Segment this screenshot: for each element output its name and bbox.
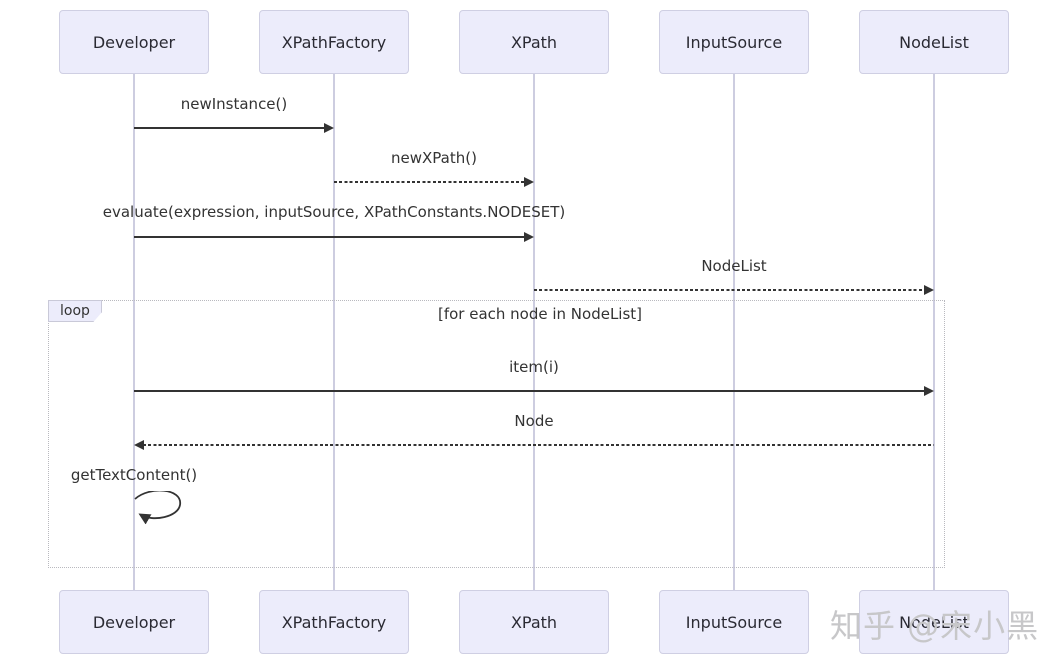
- lifeline-inputsource: [733, 74, 735, 590]
- loop-label: loop: [48, 300, 102, 322]
- arrow-item: [134, 386, 934, 396]
- lifeline-nodelist: [933, 74, 935, 590]
- arrow-line: [143, 444, 934, 446]
- arrowhead-right-icon: [324, 123, 334, 133]
- arrow-evaluate: [134, 232, 534, 242]
- arrow-line: [134, 236, 525, 238]
- arrow-nodelist: [534, 285, 934, 295]
- arrowhead-right-icon: [524, 232, 534, 242]
- arrowhead-right-icon: [924, 386, 934, 396]
- actor-developer-bottom: Developer: [59, 590, 209, 654]
- loop-condition: [for each node in NodeList]: [437, 305, 643, 323]
- lifeline-xpath: [533, 74, 535, 590]
- arrowhead-right-icon: [924, 285, 934, 295]
- actor-inputsource-bottom: InputSource: [659, 590, 809, 654]
- watermark: 知乎 @宋小黑: [830, 607, 1040, 645]
- arrow-newinstance: [134, 123, 334, 133]
- loop-frame: [48, 300, 945, 568]
- message-gettextcontent-label: getTextContent(): [70, 466, 198, 484]
- arrow-line: [334, 181, 525, 183]
- lifeline-developer: [133, 74, 135, 590]
- actor-xpath-bottom: XPath: [459, 590, 609, 654]
- actor-xpath-top: XPath: [459, 10, 609, 74]
- message-nodelist-label: NodeList: [701, 257, 767, 275]
- actor-xpathfactory-bottom: XPathFactory: [259, 590, 409, 654]
- actor-developer-top: Developer: [59, 10, 209, 74]
- arrow-newxpath: [334, 177, 534, 187]
- arrow-line: [534, 289, 925, 291]
- actor-xpathfactory-top: XPathFactory: [259, 10, 409, 74]
- arrow-line: [134, 127, 325, 129]
- loop-label-text: loop: [60, 303, 90, 319]
- actor-inputsource-top: InputSource: [659, 10, 809, 74]
- message-newxpath-label: newXPath(): [391, 149, 477, 167]
- message-evaluate-label: evaluate(expression, inputSource, XPathC…: [102, 203, 566, 221]
- arrowhead-left-icon: [134, 440, 144, 450]
- self-loop-arrow-icon: [134, 491, 181, 525]
- actor-nodelist-top: NodeList: [859, 10, 1009, 74]
- message-node-label: Node: [514, 412, 554, 430]
- message-item-label: item(i): [509, 358, 559, 376]
- arrow-node-return: [134, 440, 934, 450]
- message-newinstance-label: newInstance(): [180, 95, 288, 113]
- arrowhead-right-icon: [524, 177, 534, 187]
- arrow-line: [134, 390, 925, 392]
- actor-nodelist-bottom: NodeList: [859, 590, 1009, 654]
- lifeline-xpathfactory: [333, 74, 335, 590]
